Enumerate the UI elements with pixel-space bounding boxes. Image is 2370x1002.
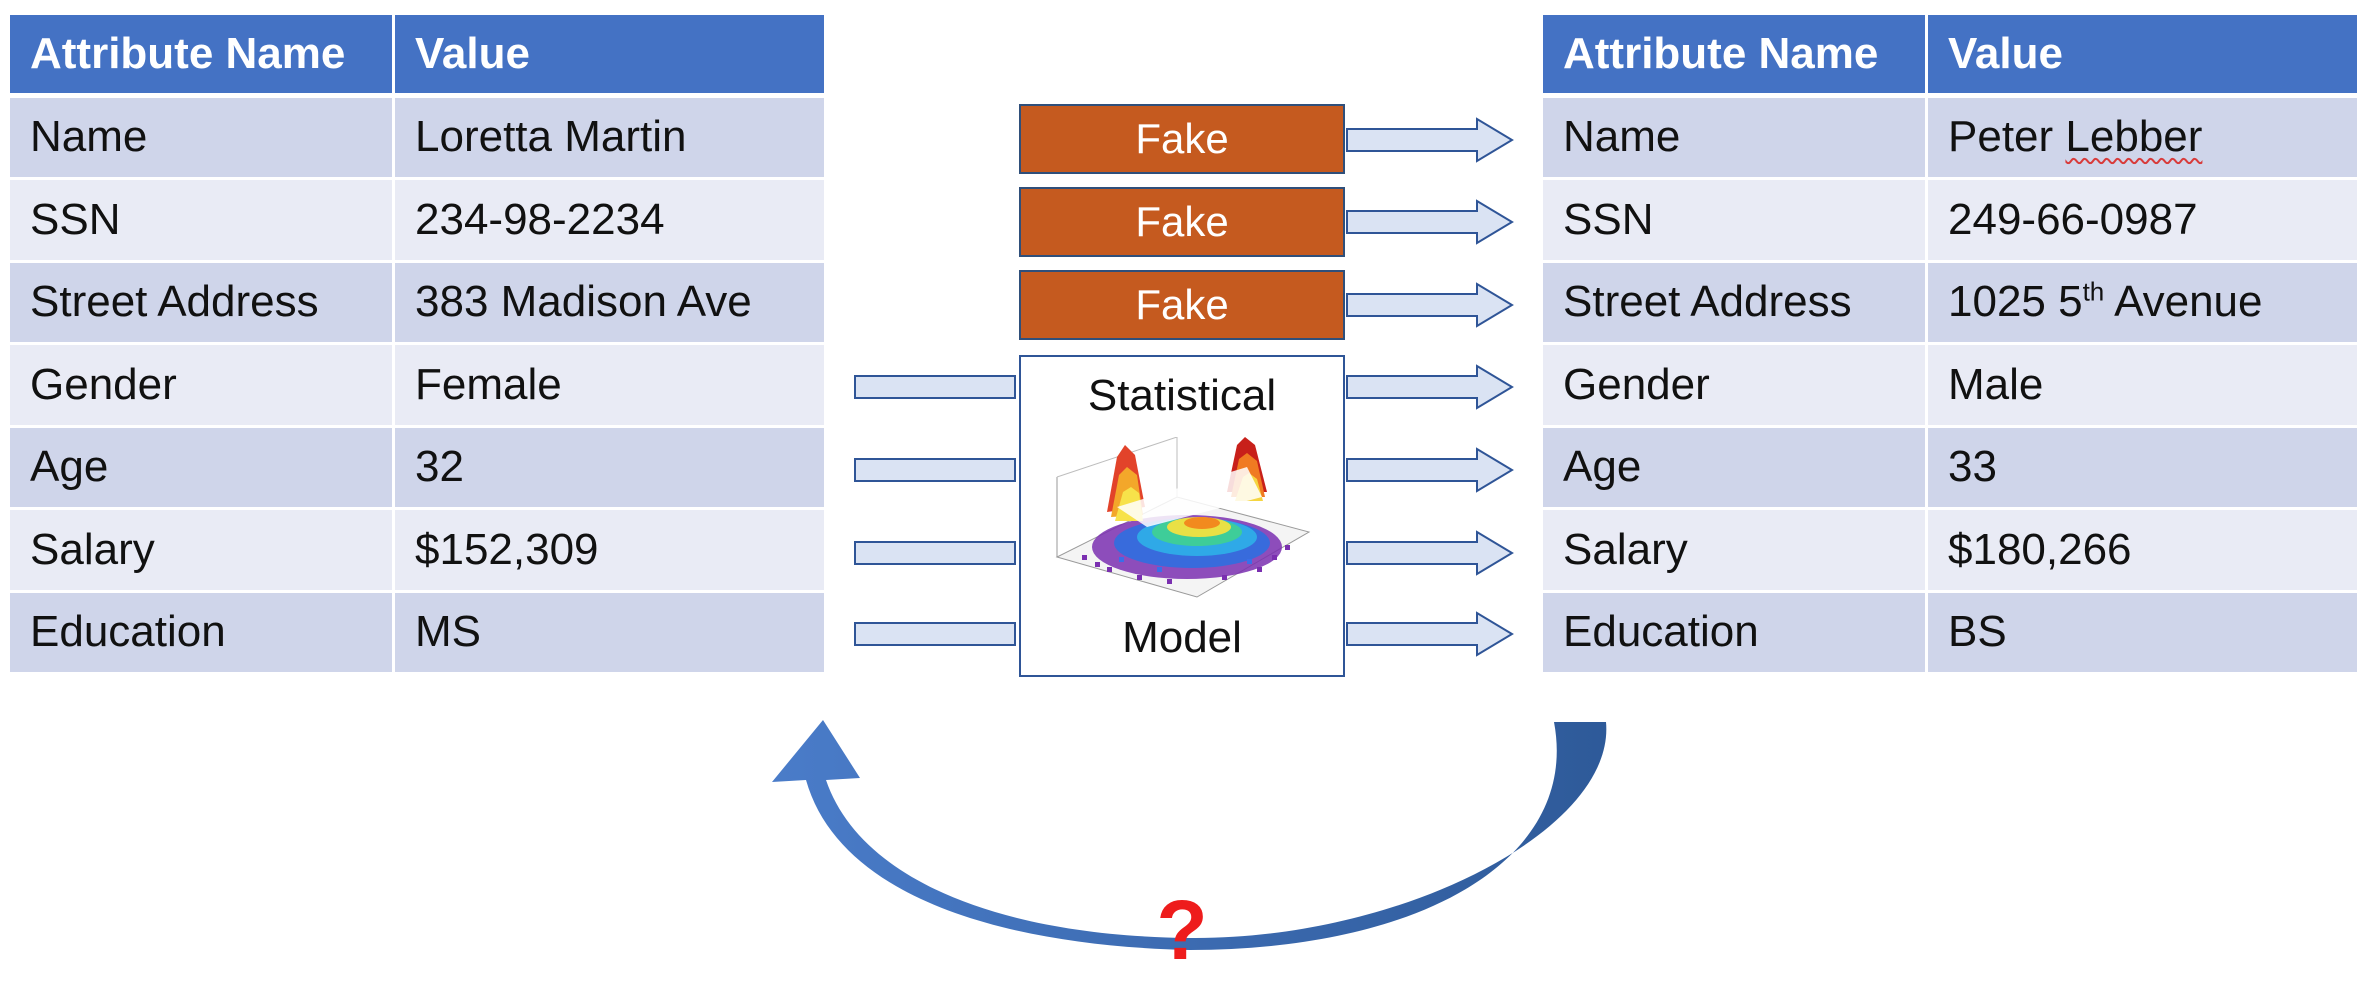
- attribute-cell: Education: [1543, 592, 1928, 675]
- fake-generator-box-ssn: Fake: [1019, 187, 1345, 257]
- value-cell: 33: [1928, 427, 2357, 510]
- table-row: Salary $152,309: [10, 510, 824, 593]
- header-value: Value: [1928, 15, 2357, 98]
- attribute-cell: SSN: [10, 180, 395, 263]
- attribute-cell: Education: [10, 592, 395, 675]
- output-arrow-name: [1346, 118, 1513, 162]
- output-arrow-gender: [1346, 365, 1513, 409]
- input-arrow-gender: [854, 375, 1016, 399]
- synthetic-record-table: Attribute Name Value Name Peter Lebber S…: [1543, 15, 2357, 675]
- fake-generator-box-address: Fake: [1019, 270, 1345, 340]
- value-cell: Peter Lebber: [1928, 97, 2357, 180]
- output-arrow-age: [1346, 448, 1513, 492]
- table-row: Street Address 1025 5th Avenue: [1543, 262, 2357, 345]
- attribute-cell: Salary: [1543, 510, 1928, 593]
- value-cell: Loretta Martin: [395, 97, 824, 180]
- input-arrow-education: [854, 622, 1016, 646]
- table-row: Street Address 383 Madison Ave: [10, 262, 824, 345]
- output-arrow-education: [1346, 612, 1513, 656]
- attribute-cell: Gender: [10, 345, 395, 428]
- attribute-cell: Name: [1543, 97, 1928, 180]
- attribute-cell: SSN: [1543, 180, 1928, 263]
- attribute-cell: Street Address: [10, 262, 395, 345]
- table-header-row: Attribute Name Value: [10, 15, 824, 98]
- value-cell: 1025 5th Avenue: [1928, 262, 2357, 345]
- 3d-histogram-surface-icon: [1055, 437, 1311, 598]
- value-cell: 249-66-0987: [1928, 180, 2357, 263]
- table-row: SSN 249-66-0987: [1543, 180, 2357, 263]
- value-cell: $152,309: [395, 510, 824, 593]
- table-row: Gender Male: [1543, 345, 2357, 428]
- table-row: Name Loretta Martin: [10, 97, 824, 180]
- attribute-cell: Salary: [10, 510, 395, 593]
- value-cell: $180,266: [1928, 510, 2357, 593]
- input-arrow-salary: [854, 541, 1016, 565]
- address-street: Avenue: [2104, 277, 2263, 327]
- output-arrow-address: [1346, 283, 1513, 327]
- table-row: Name Peter Lebber: [1543, 97, 2357, 180]
- value-cell: Male: [1928, 345, 2357, 428]
- table-row: Gender Female: [10, 345, 824, 428]
- table-row: Salary $180,266: [1543, 510, 2357, 593]
- question-mark: ?: [1156, 883, 1208, 977]
- value-cell: 234-98-2234: [395, 180, 824, 263]
- output-arrow-salary: [1346, 531, 1513, 575]
- value-cell: 383 Madison Ave: [395, 262, 824, 345]
- attribute-cell: Gender: [1543, 345, 1928, 428]
- table-row: Age 33: [1543, 427, 2357, 510]
- value-cell: MS: [395, 592, 824, 675]
- output-arrow-ssn: [1346, 200, 1513, 244]
- attribute-cell: Age: [10, 427, 395, 510]
- attribute-cell: Name: [10, 97, 395, 180]
- original-record-table: Attribute Name Value Name Loretta Martin…: [10, 15, 824, 675]
- value-cell: BS: [1928, 592, 2357, 675]
- table-row: Education MS: [10, 592, 824, 675]
- attribute-cell: Street Address: [1543, 262, 1928, 345]
- spellcheck-flagged-word: Lebber: [2065, 112, 2203, 162]
- input-arrow-age: [854, 458, 1016, 482]
- header-value: Value: [395, 15, 824, 98]
- fake-generator-box-name: Fake: [1019, 104, 1345, 174]
- statistical-model-box: Statistical: [1019, 355, 1345, 677]
- header-attribute-name: Attribute Name: [1543, 15, 1928, 98]
- value-first-name: Peter: [1948, 112, 2054, 162]
- model-subtitle: Model: [1122, 613, 1242, 662]
- table-header-row: Attribute Name Value: [1543, 15, 2357, 98]
- table-row: SSN 234-98-2234: [10, 180, 824, 263]
- attribute-cell: Age: [1543, 427, 1928, 510]
- value-cell: 32: [395, 427, 824, 510]
- value-cell: Female: [395, 345, 824, 428]
- header-attribute-name: Attribute Name: [10, 15, 395, 98]
- ordinal-suffix: th: [2082, 276, 2105, 307]
- table-row: Age 32: [10, 427, 824, 510]
- model-title: Statistical: [1087, 371, 1277, 420]
- table-row: Education BS: [1543, 592, 2357, 675]
- address-number: 1025 5: [1948, 277, 2083, 327]
